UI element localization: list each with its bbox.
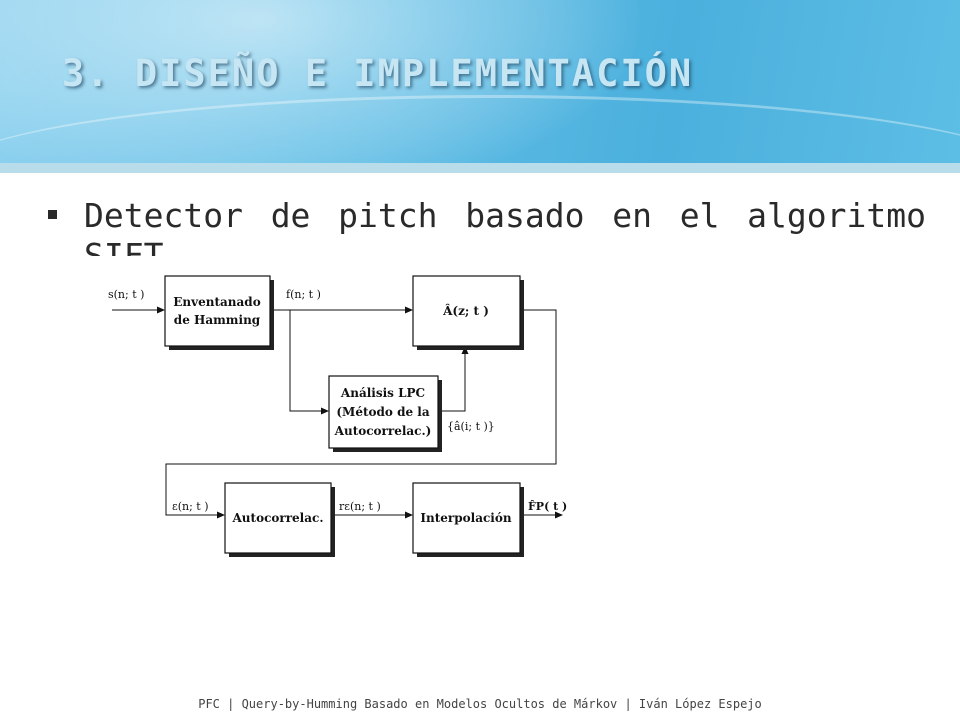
autocorr-block: Autocorrelac. [224,482,335,557]
hamming-block: Enventanado de Hamming [164,275,274,350]
inverse-filter-block: Â(z; t ) [412,275,524,350]
inverse-filter-label: Â(z; t ) [442,303,489,318]
hamming-label-1: Enventanado [173,295,260,309]
signal-input-label: s(n; t ) [108,288,144,301]
slide-title: 3. DISEÑO E IMPLEMENTACIÓN [62,52,694,95]
signal-output-label: F̂P( t ) [528,500,567,513]
lpc-label-2: (Método de la [336,405,429,419]
bullet-square-icon [48,210,57,219]
bullet-item: Detector de pitch basado en el algoritmo… [48,196,928,256]
interp-block: Interpolación [412,482,524,557]
autocorr-label: Autocorrelac. [232,511,324,525]
header-swoosh [0,95,960,163]
signal-residual-label: ε(n; t ) [172,500,209,513]
hamming-label-2: de Hamming [174,313,261,327]
branch-to-lpc [289,310,329,415]
signal-lpc-coeffs-label: {â(i; t )} [447,420,495,433]
header-banner: 3. DISEÑO E IMPLEMENTACIÓN [0,0,960,163]
interp-label: Interpolación [420,511,511,525]
lpc-label-1: Análisis LPC [340,386,425,400]
connectors [112,306,563,519]
block-diagram: Enventanado de Hamming Â(z; t ) Análisis… [108,275,567,557]
lpc-label-3: Autocorrelac.) [334,424,432,438]
signal-autocorr-label: rε(n; t ) [339,500,381,513]
header-band [0,163,960,173]
lpc-block: Análisis LPC (Método de la Autocorrelac.… [328,375,442,452]
lpc-to-filter [438,346,469,412]
bullet-text: Detector de pitch basado en el algoritmo… [84,196,926,256]
footer: PFC | Query-by-Humming Basado en Modelos… [198,697,762,711]
signal-windowed-label: f(n; t ) [286,288,321,301]
residual-feedback [165,309,557,519]
